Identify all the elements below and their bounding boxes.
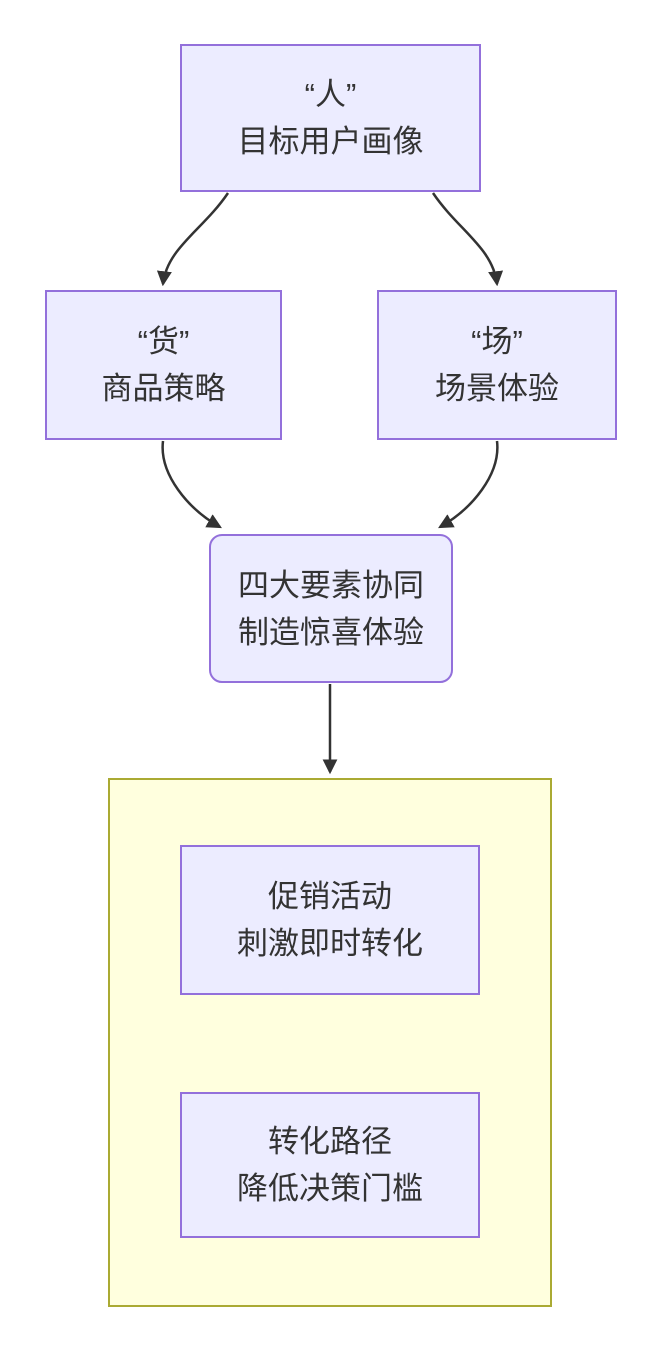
node-goods-line2: 商品策略	[101, 371, 226, 406]
node-scene-line1: “场”	[471, 324, 523, 359]
edge-scene-synergy	[438, 440, 499, 529]
node-promotion-line1: 促销活动	[268, 879, 392, 914]
edge-person-scene	[431, 192, 504, 287]
node-scene-line2: 场景体验	[435, 371, 559, 406]
node-person: “人” 目标用户画像	[180, 44, 481, 192]
edge-person-goods	[156, 192, 230, 287]
node-promotion: 促销活动 刺激即时转化	[180, 845, 480, 995]
node-person-line2: 目标用户画像	[237, 124, 424, 159]
node-promotion-line2: 刺激即时转化	[237, 926, 423, 961]
node-synergy-line2: 制造惊喜体验	[238, 614, 424, 650]
edge-goods-synergy	[161, 440, 222, 529]
node-conversion-line2: 降低决策门槛	[237, 1171, 423, 1206]
node-synergy-line1: 四大要素协同	[238, 567, 424, 603]
node-conversion-line1: 转化路径	[268, 1124, 392, 1159]
node-goods-line1: “货”	[137, 324, 190, 359]
node-synergy: 四大要素协同 制造惊喜体验	[209, 534, 453, 683]
node-scene: “场” 场景体验	[377, 290, 617, 440]
node-goods: “货” 商品策略	[45, 290, 282, 440]
node-person-line1: “人”	[304, 77, 357, 112]
node-conversion: 转化路径 降低决策门槛	[180, 1092, 480, 1238]
